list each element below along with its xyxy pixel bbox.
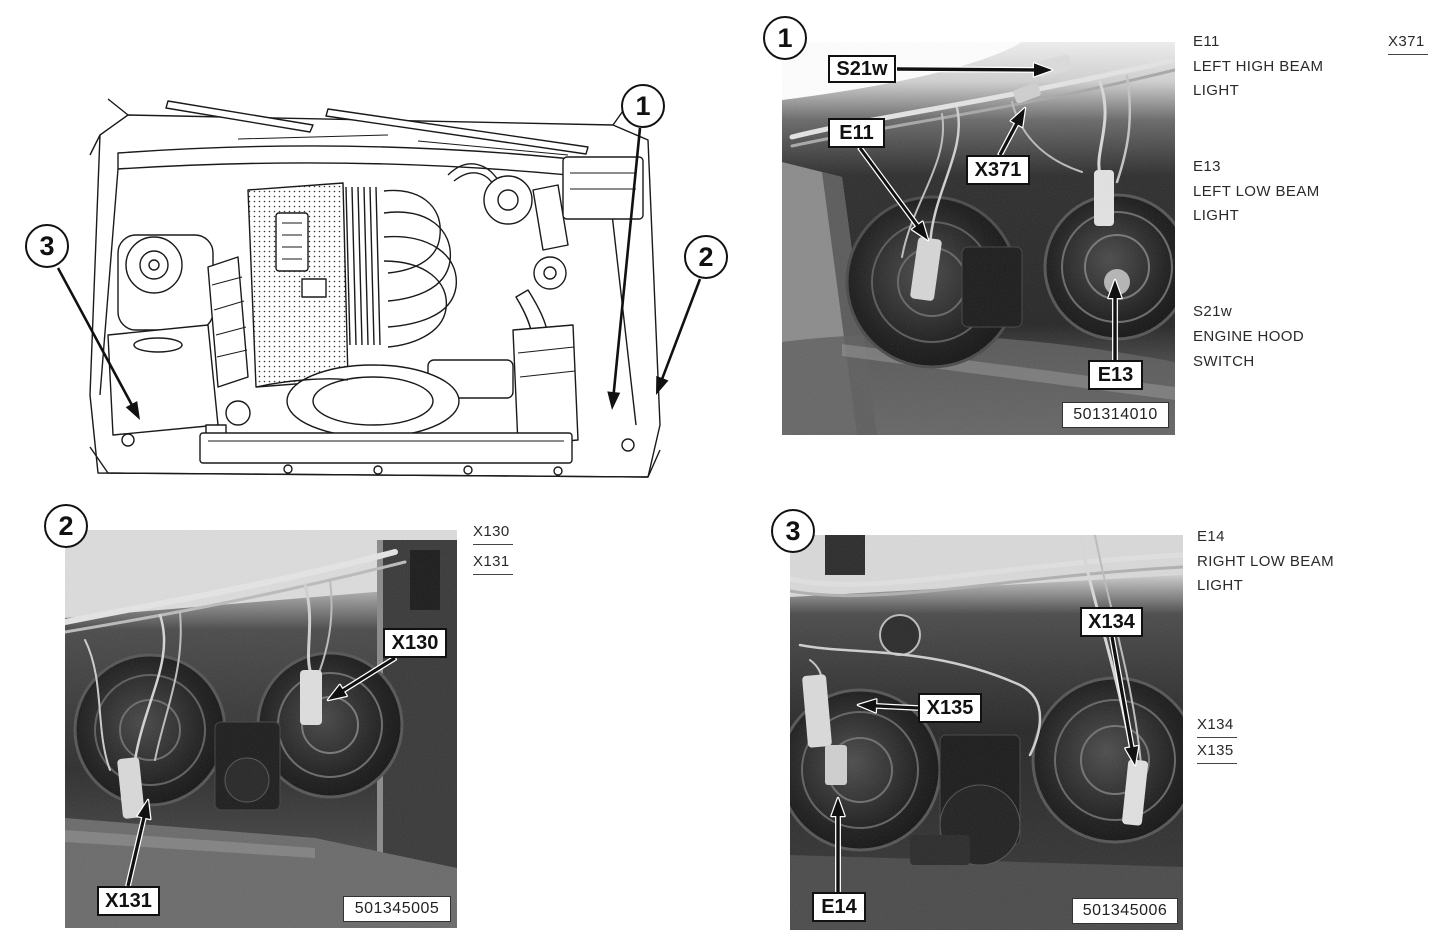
panel-2-number: 2 [44,504,88,548]
photo-right-high-beam-area [65,530,457,928]
xref-x131-wrap: X131 [473,553,513,575]
intake-plenum-ribs [345,186,381,346]
xref-x134-link[interactable]: X134 [1197,716,1237,738]
wiper-arm-left [165,100,314,133]
xref-x371-link[interactable]: X371 [1388,33,1428,55]
engine-bay-overview-drawing [89,98,661,478]
photo-code-panel-1: 501314010 [1062,402,1169,428]
wiper-arm-right [325,108,589,155]
legend-s21w-code: S21w [1193,303,1233,320]
overview-callout-3: 3 [25,224,69,268]
legend-e14-code: E14 [1197,528,1225,545]
fuse-box [562,156,644,220]
label-x134: X134 [1080,607,1143,637]
panel-3-number: 3 [771,509,815,553]
overview-callout-1: 1 [621,84,665,128]
intake-runners [383,189,457,348]
xref-x130-wrap: X130 [473,523,513,545]
xref-x135-link[interactable]: X135 [1197,742,1237,764]
overview-callout-2: 2 [684,235,728,279]
legend-e13-desc-1: LEFT LOW BEAM [1193,183,1320,200]
legend-e11-code: E11 [1193,33,1220,50]
label-x135: X135 [918,693,982,723]
photo-code-panel-3: 501345006 [1072,898,1178,924]
legend-e11-desc-1: LEFT HIGH BEAM [1193,58,1324,75]
xref-x131-link[interactable]: X131 [473,553,513,575]
front-bumper-edge [89,446,661,478]
xref-x134-wrap: X134 [1197,716,1237,738]
photo-code-panel-2: 501345005 [343,896,451,922]
label-x131: X131 [97,886,160,916]
radiator [199,432,573,464]
xref-x130-link[interactable]: X130 [473,523,513,545]
legend-s21w-desc-1: ENGINE HOOD [1193,328,1305,345]
xref-x371-wrap: X371 [1388,33,1428,55]
legend-e14-desc-2: LIGHT [1197,577,1244,594]
xref-x135-wrap: X135 [1197,742,1237,764]
valve-cover-logo [275,212,309,272]
panel-1-number: 1 [763,16,807,60]
coolant-pipe [207,256,249,388]
legend-e13-desc-2: LIGHT [1193,207,1240,224]
label-s21w: S21w [828,55,896,83]
legend-e11-desc-2: LIGHT [1193,82,1240,99]
label-x130: X130 [383,628,447,658]
label-x371: X371 [966,155,1030,185]
legend-s21w-desc-2: SWITCH [1193,353,1255,370]
front-panel-bolts [121,433,635,476]
engine-bay-linework [89,98,661,478]
label-e14: E14 [812,892,866,922]
legend-e14-desc-1: RIGHT LOW BEAM [1197,553,1335,570]
photo-right-low-beam-area [790,535,1183,930]
label-e11: E11 [828,118,885,148]
label-e13: E13 [1088,360,1143,390]
legend-e13-code: E13 [1193,158,1221,175]
air-intake-duct [512,324,579,446]
